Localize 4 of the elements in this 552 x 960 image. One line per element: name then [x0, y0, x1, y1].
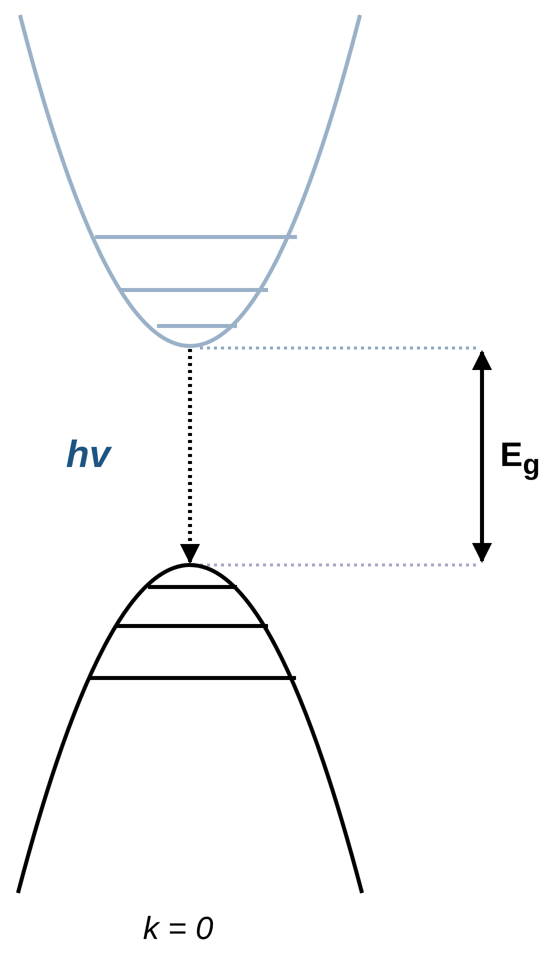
arrow: [180, 349, 200, 564]
band-gap-label: E$_{g}$: [500, 438, 540, 480]
edge-label: hv: [66, 436, 110, 474]
wavevector-label: k = 0: [143, 912, 214, 944]
